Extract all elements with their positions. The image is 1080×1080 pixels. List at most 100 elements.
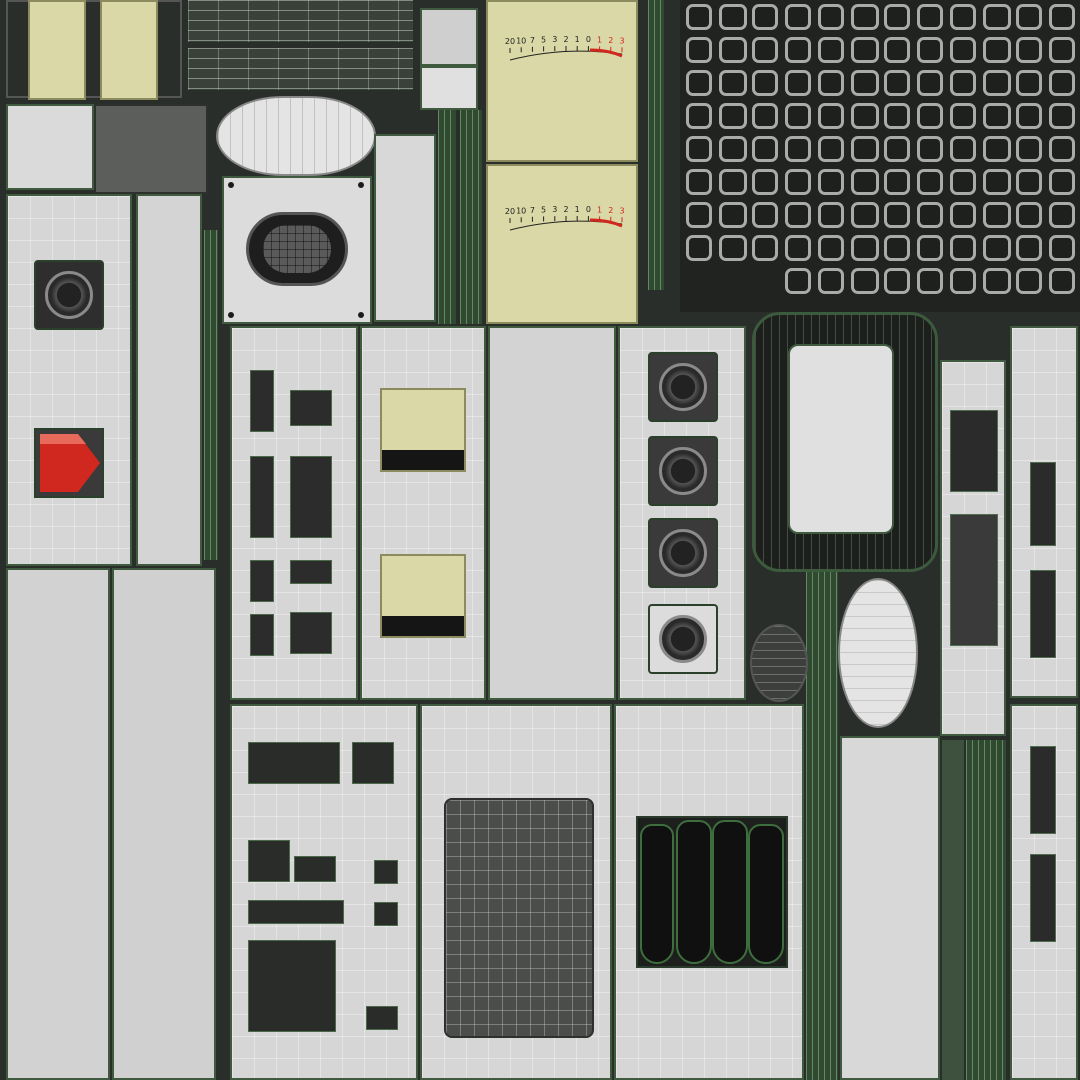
rubber-button-icon bbox=[1049, 169, 1075, 195]
rubber-button-icon bbox=[818, 136, 844, 162]
bottom-parts-cluster bbox=[246, 740, 406, 1040]
vu-scale-label: 2 bbox=[608, 206, 613, 215]
connector-part bbox=[250, 370, 274, 432]
vu-scale-label: 1 bbox=[597, 35, 602, 44]
vu-scale-label: 7 bbox=[530, 206, 535, 215]
rubber-button-icon bbox=[983, 202, 1011, 228]
vertical-strip-1 bbox=[438, 110, 456, 324]
connector-part bbox=[250, 560, 274, 602]
rubber-button-icon bbox=[884, 103, 910, 129]
vu-scale-label: 3 bbox=[619, 206, 624, 215]
bolt bbox=[358, 312, 364, 318]
rubber-button-icon bbox=[1049, 136, 1075, 162]
connector-part bbox=[290, 456, 332, 538]
rotary-knob-icon bbox=[648, 518, 718, 588]
rubber-button-icon bbox=[752, 235, 778, 261]
rubber-button-icon bbox=[719, 235, 747, 261]
rubber-button-icon bbox=[686, 136, 712, 162]
rubber-button-icon bbox=[884, 70, 910, 96]
top-rail-2 bbox=[188, 48, 413, 90]
small-parts-cluster bbox=[240, 360, 350, 680]
rubber-button-icon bbox=[884, 268, 910, 294]
bottom-strip-2 bbox=[966, 740, 1006, 1080]
left-side-panel bbox=[136, 194, 202, 566]
button-grid bbox=[680, 0, 1080, 312]
sphere-cap bbox=[750, 624, 808, 702]
rubber-button-icon bbox=[719, 4, 747, 30]
bottom-blank-panel bbox=[840, 736, 940, 1080]
rubber-button-icon bbox=[752, 4, 778, 30]
rubber-button-icon bbox=[686, 202, 712, 228]
vu-scale-label: 10 bbox=[516, 206, 526, 215]
top-rail-1 bbox=[188, 0, 413, 42]
rubber-button-icon bbox=[950, 136, 976, 162]
rubber-button-icon bbox=[983, 37, 1011, 63]
slot bbox=[1030, 570, 1056, 658]
cream-display-panel bbox=[360, 326, 486, 700]
rubber-button-icon bbox=[686, 37, 712, 63]
rubber-button-icon bbox=[851, 37, 879, 63]
rubber-button-icon bbox=[818, 268, 844, 294]
rubber-button-icon bbox=[686, 169, 712, 195]
rubber-button-icon bbox=[851, 169, 879, 195]
fader-slider bbox=[640, 824, 674, 964]
rubber-button-icon bbox=[785, 235, 811, 261]
vertical-strip-2 bbox=[460, 110, 482, 324]
dome-cap-2 bbox=[838, 578, 918, 728]
connector-part bbox=[250, 614, 274, 656]
gear-knob-icon bbox=[34, 260, 104, 330]
rubber-button-icon bbox=[686, 4, 712, 30]
left-edge-strip bbox=[204, 230, 218, 560]
handle-rod bbox=[806, 572, 838, 1080]
display-screen-2-bar bbox=[382, 616, 464, 636]
rubber-button-icon bbox=[1049, 202, 1075, 228]
rubber-button-icon bbox=[1016, 202, 1042, 228]
rubber-button-icon bbox=[884, 235, 910, 261]
component-part bbox=[366, 1006, 398, 1030]
cream-tile-2 bbox=[100, 0, 158, 100]
rubber-button-icon bbox=[917, 169, 943, 195]
rubber-button-icon bbox=[752, 70, 778, 96]
display-screen-1-bar bbox=[382, 450, 464, 470]
connector-part bbox=[250, 456, 274, 538]
rubber-button-icon bbox=[686, 235, 712, 261]
rubber-button-icon bbox=[917, 103, 943, 129]
rubber-button-icon bbox=[818, 70, 844, 96]
rubber-button-icon bbox=[1016, 103, 1042, 129]
rubber-button-icon bbox=[917, 202, 943, 228]
rubber-button-icon bbox=[752, 169, 778, 195]
rubber-button-icon bbox=[950, 103, 976, 129]
rubber-button-icon bbox=[1016, 235, 1042, 261]
rubber-button-icon bbox=[719, 70, 747, 96]
rubber-button-icon bbox=[983, 268, 1011, 294]
left-control-panel bbox=[6, 194, 132, 566]
rubber-button-icon bbox=[719, 103, 747, 129]
rubber-button-icon bbox=[851, 235, 879, 261]
rubber-button-icon bbox=[785, 268, 811, 294]
component-part bbox=[294, 856, 336, 882]
fader-slider bbox=[676, 820, 712, 964]
component-part bbox=[352, 742, 394, 784]
rubber-button-icon bbox=[785, 136, 811, 162]
rubber-button-icon bbox=[917, 70, 943, 96]
meter-side-strip bbox=[648, 0, 664, 290]
rubber-button-icon bbox=[1049, 235, 1075, 261]
blank-panel bbox=[488, 326, 616, 700]
left-bottom-panel-2 bbox=[112, 568, 216, 1080]
vu-scale-label: 20 bbox=[505, 37, 515, 46]
vu-scale-label: 10 bbox=[516, 36, 526, 45]
rubber-button-icon bbox=[752, 136, 778, 162]
top-small-cube bbox=[420, 8, 478, 66]
rubber-button-icon bbox=[917, 4, 943, 30]
grid-screen bbox=[444, 798, 594, 1038]
rubber-button-icon bbox=[785, 70, 811, 96]
bolt bbox=[228, 182, 234, 188]
rubber-button-icon bbox=[719, 37, 747, 63]
rubber-button-icon bbox=[917, 37, 943, 63]
rubber-button-icon bbox=[686, 103, 712, 129]
rubber-button-icon bbox=[1016, 268, 1042, 294]
grille-tile bbox=[94, 104, 208, 194]
